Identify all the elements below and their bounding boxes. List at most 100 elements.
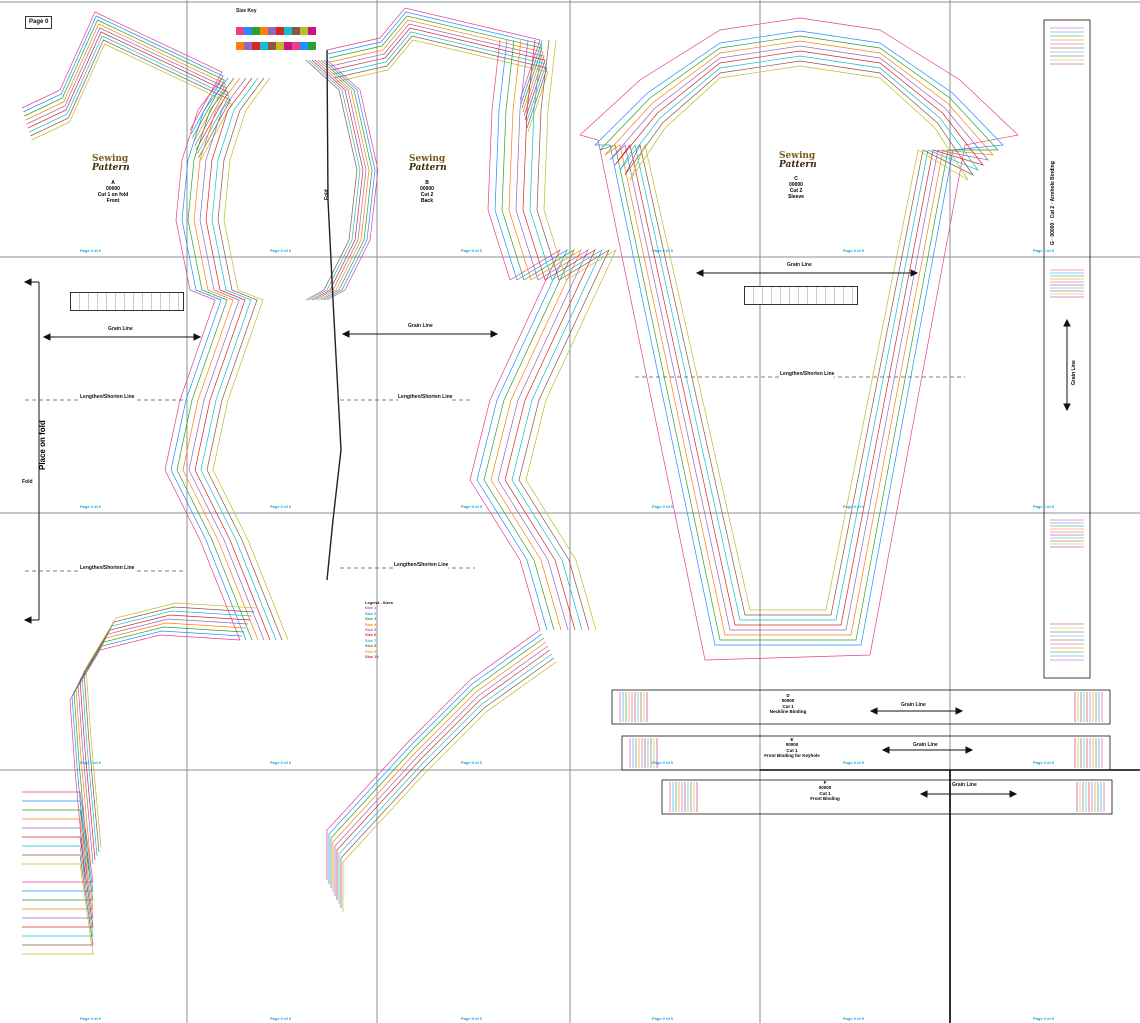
front-hem <box>69 602 257 881</box>
strip-g <box>1043 19 1091 679</box>
sleeve-size-line-2 <box>599 35 999 641</box>
front-armhole-side-size-line <box>194 77 271 641</box>
piece-info-strip-e: E 00000 Cut 1 Front Binding for Keyhole <box>752 737 832 759</box>
place-on-fold-label: Place on fold <box>38 420 47 470</box>
legend-row: Size 10 <box>365 653 379 659</box>
front-shoulder-size-line <box>30 39 231 159</box>
size-swatch <box>268 27 276 35</box>
front-shoulder-size-line <box>31 43 233 163</box>
back-neck <box>305 59 379 301</box>
strip-d <box>611 689 1111 725</box>
front-hem-bottom-size-line <box>22 818 94 910</box>
center-back-line <box>326 49 342 581</box>
size-swatch <box>276 42 284 50</box>
piece-info-strip-f: F 00000 Cut 1 Front Binding <box>795 780 855 802</box>
grain-label-strip-d: Grain Line <box>901 702 926 708</box>
sleeve-size-line-6 <box>619 55 980 621</box>
page-number-marker: Page 0 of 0 <box>1033 1016 1055 1021</box>
piece-name: Front <box>106 198 120 204</box>
page-number-marker: Page 0 of 0 <box>80 760 102 765</box>
back-armhole-side-size-line <box>518 39 610 631</box>
back-armhole-side-size-line <box>490 39 582 631</box>
page-number-marker: Page 0 of 0 <box>843 1016 865 1021</box>
sleeve-size-line-1 <box>594 30 1004 646</box>
front-hem-size-line <box>85 602 257 849</box>
sleeve-size-line-8-size-line <box>629 65 969 611</box>
page-number-marker: Page 0 of 0 <box>843 504 865 509</box>
size-swatch <box>276 27 284 35</box>
front-armhole-side-size-line <box>212 77 289 641</box>
piece-cut: Cut 1 <box>782 703 794 709</box>
back-armhole-side-size-line <box>511 39 603 631</box>
page-number-marker: Page 0 of 0 <box>80 1016 102 1021</box>
back-hem-size-line <box>340 657 555 908</box>
lengthen-label: Lengthen/Shorten Line <box>394 562 449 569</box>
piece-name: Back <box>421 198 433 204</box>
piece-info-front: A 00000 Cut 1 on fold Front <box>88 180 138 204</box>
size-swatch <box>292 27 300 35</box>
lengthen-label: Lengthen/Shorten Line <box>80 565 135 572</box>
page-number-marker: Page 0 of 0 <box>1033 248 1055 253</box>
back-armhole-side-size-line <box>504 39 596 631</box>
front-armhole-side <box>164 77 289 641</box>
sleeve-outline <box>579 17 1019 661</box>
brand-line1: Sewing <box>92 154 129 164</box>
piece-code: 00000 <box>106 186 120 192</box>
sleeve-size-line-1-size-line <box>594 30 1004 646</box>
front-armhole-side-size-line <box>164 77 241 641</box>
legend-row: Size 7 <box>365 637 377 643</box>
piece-name: Front Binding for Keyhole <box>764 753 820 759</box>
front-armhole-side-size-line <box>176 77 253 641</box>
front-hem-bottom-size-line <box>22 854 94 946</box>
piece-cut: Cut 2 <box>789 188 803 194</box>
piece-code: 00000 <box>818 785 832 791</box>
size-swatch <box>300 27 308 35</box>
brand-line1: Sewing <box>409 154 446 164</box>
legend-title: Legend - Sizes <box>365 600 394 605</box>
front-hem-bottom-size-line <box>22 845 94 937</box>
grain-label-sleeve: Grain Line <box>787 262 812 268</box>
page-number-marker: Page 0 of 0 <box>461 760 483 765</box>
size-chart-table <box>744 286 858 305</box>
grain-label-strip-g: Grain Line <box>1071 360 1077 385</box>
center-back-fold-label: Fold <box>324 189 330 200</box>
strip-d-outline <box>611 689 1111 725</box>
back-armhole-side-size-line <box>469 39 561 631</box>
page-number-marker: Page 0 of 0 <box>843 248 865 253</box>
legend-row: Size 1 <box>365 605 377 611</box>
sleeve-size-line-2-size-line <box>599 35 999 641</box>
size-swatch <box>308 42 316 50</box>
brand-line1: Sewing <box>779 151 816 161</box>
piece-cut: Cut 1 <box>786 747 798 753</box>
front-hem-size-line <box>83 606 255 853</box>
sleeve-size-line-3-size-line <box>604 40 994 636</box>
piece-info-strip-g: G · 00000 · Cut 2 · Armhole Binding <box>1050 161 1056 245</box>
front-hem-size-line <box>77 618 249 865</box>
page-number-marker: Page 0 of 0 <box>270 248 292 253</box>
front-shoulder-size-line <box>26 27 228 147</box>
back-shoulder-size-line <box>332 31 547 125</box>
back-armhole-side-size-line <box>483 39 575 631</box>
front-armhole-side-size-line <box>170 77 247 641</box>
back-shoulder-size-line <box>333 35 548 129</box>
size-swatch <box>244 27 252 35</box>
lengthen-label: Lengthen/Shorten Line <box>780 371 835 378</box>
page-number-marker: Page 0 of 0 <box>461 504 483 509</box>
page-number-marker: Page 0 of 0 <box>652 1016 674 1021</box>
page-number-marker: Page 0 of 0 <box>270 1016 292 1021</box>
back-shoulder-size-line <box>327 11 542 105</box>
back-hem-size-line <box>328 633 543 884</box>
front-shoulder-size-line <box>29 35 230 155</box>
size-swatch <box>300 42 308 50</box>
size-chart-table <box>70 292 184 311</box>
grain-label-front: Grain Line <box>108 326 133 332</box>
page-label-box: Page 0 <box>25 16 53 29</box>
piece-letter: F <box>823 780 827 785</box>
page-number-marker: Page 0 of 0 <box>843 760 865 765</box>
piece-letter: D <box>786 693 790 698</box>
page-number-marker: Page 0 of 0 <box>461 248 483 253</box>
piece-letter: G <box>1050 241 1056 245</box>
sleeve-size-line-6-size-line <box>619 55 980 621</box>
